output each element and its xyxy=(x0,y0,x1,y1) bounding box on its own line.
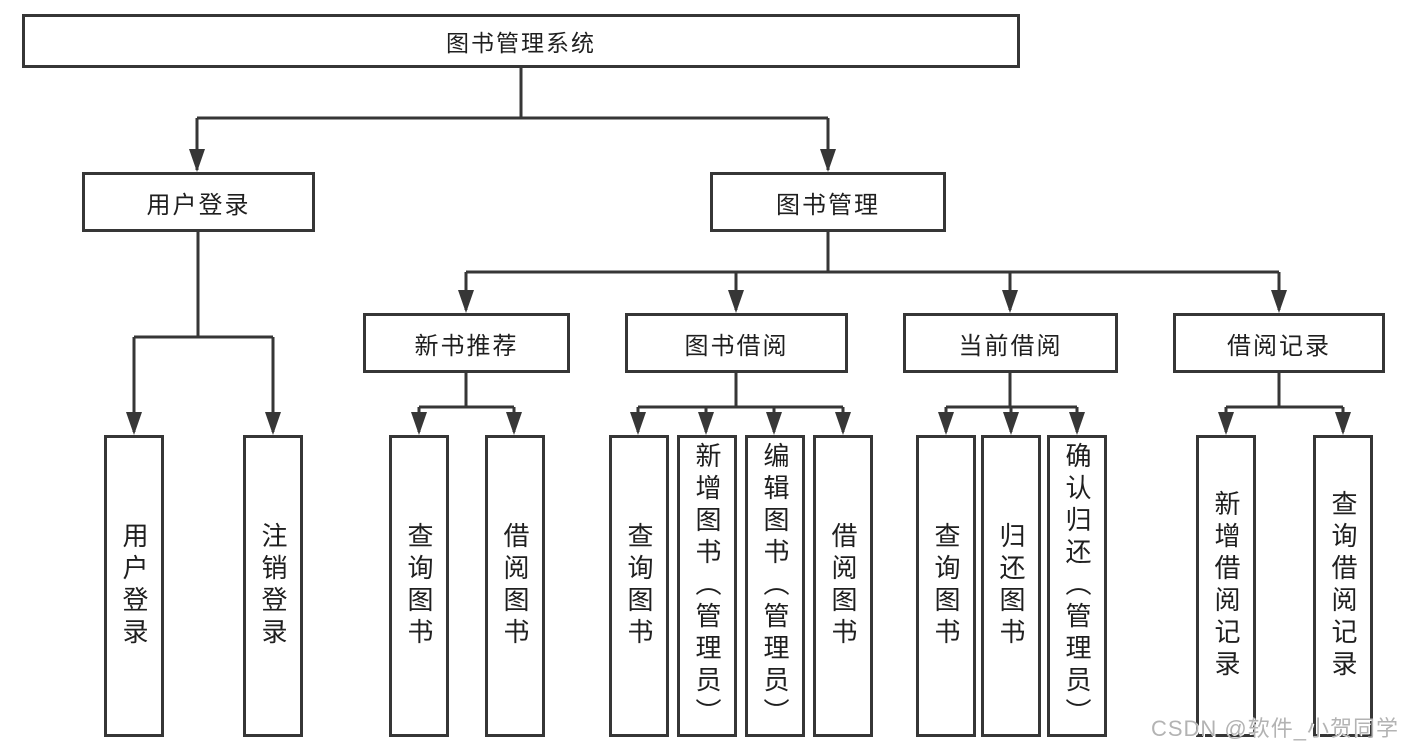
arrow-down-icon xyxy=(1069,412,1085,435)
node-label: 当前借阅 xyxy=(958,332,1063,360)
arrow-down-icon xyxy=(189,149,205,172)
leaf-confirm-return-admin: 确认归还（管理员） xyxy=(1047,435,1107,737)
node-label: 图书管理系统 xyxy=(446,30,596,56)
node-label: 借阅图书 xyxy=(828,522,858,650)
arrow-down-icon xyxy=(938,412,954,435)
node-label: 查询借阅记录 xyxy=(1328,490,1358,682)
node-label: 借阅图书 xyxy=(500,522,530,650)
node-label: 查询图书 xyxy=(624,522,654,650)
node-label: 新增图书（管理员） xyxy=(692,442,722,730)
arrow-down-icon xyxy=(728,290,744,313)
node-label: 图书管理 xyxy=(776,191,880,219)
arrow-down-icon xyxy=(126,412,142,435)
node-label: 查询图书 xyxy=(931,522,961,650)
node-user-login: 用户登录 xyxy=(82,172,315,232)
node-label: 确认归还（管理员） xyxy=(1062,442,1092,730)
arrow-down-icon xyxy=(1271,290,1287,313)
arrow-down-icon xyxy=(1002,290,1018,313)
leaf-edit-book-admin: 编辑图书（管理员） xyxy=(745,435,805,737)
node-label: 新书推荐 xyxy=(414,332,519,360)
leaf-query-book-3: 查询图书 xyxy=(916,435,976,737)
connector-borrow-records-to-leaves xyxy=(1224,373,1345,432)
node-label: 查询图书 xyxy=(404,522,434,650)
node-label: 图书借阅 xyxy=(684,332,789,360)
node-new-book-recommend: 新书推荐 xyxy=(363,313,570,373)
arrow-down-icon xyxy=(835,412,851,435)
connector-user-login-to-leaves xyxy=(132,232,275,432)
leaf-logout: 注销登录 xyxy=(243,435,303,737)
node-label: 用户登录 xyxy=(119,522,149,650)
node-root-library-system: 图书管理系统 xyxy=(22,14,1020,68)
leaf-borrow-book-1: 借阅图书 xyxy=(485,435,545,737)
connector-root-to-level2 xyxy=(195,68,830,170)
arrowheads xyxy=(126,149,1351,435)
connector-new-book-rec-to-leaves xyxy=(417,373,516,432)
arrow-down-icon xyxy=(458,290,474,313)
node-label: 编辑图书（管理员） xyxy=(760,442,790,730)
arrow-down-icon xyxy=(630,412,646,435)
node-book-borrow: 图书借阅 xyxy=(625,313,848,373)
arrow-down-icon xyxy=(766,412,782,435)
leaf-user-login: 用户登录 xyxy=(104,435,164,737)
arrow-down-icon xyxy=(265,412,281,435)
arrow-down-icon xyxy=(506,412,522,435)
leaf-query-book-2: 查询图书 xyxy=(609,435,669,737)
leaf-borrow-book-2: 借阅图书 xyxy=(813,435,873,737)
leaf-query-borrow-record: 查询借阅记录 xyxy=(1313,435,1373,737)
arrow-down-icon xyxy=(1218,412,1234,435)
node-label: 用户登录 xyxy=(146,191,251,219)
leaf-query-book-1: 查询图书 xyxy=(389,435,449,737)
arrow-down-icon xyxy=(698,412,714,435)
node-book-management: 图书管理 xyxy=(710,172,946,232)
arrow-down-icon xyxy=(820,149,836,172)
node-label: 注销登录 xyxy=(258,522,288,650)
connector-book-borrow-to-leaves xyxy=(636,373,845,432)
arrow-down-icon xyxy=(1335,412,1351,435)
node-borrow-records: 借阅记录 xyxy=(1173,313,1385,373)
leaf-add-book-admin: 新增图书（管理员） xyxy=(677,435,737,737)
node-current-borrow: 当前借阅 xyxy=(903,313,1118,373)
leaf-add-borrow-record: 新增借阅记录 xyxy=(1196,435,1256,737)
connector-book-mgmt-to-level3 xyxy=(464,232,1281,310)
node-label: 新增借阅记录 xyxy=(1211,490,1241,682)
arrow-down-icon xyxy=(411,412,427,435)
node-label: 归还图书 xyxy=(996,522,1026,650)
node-label: 借阅记录 xyxy=(1227,332,1331,360)
leaf-return-book: 归还图书 xyxy=(981,435,1041,737)
arrow-down-icon xyxy=(1003,412,1019,435)
